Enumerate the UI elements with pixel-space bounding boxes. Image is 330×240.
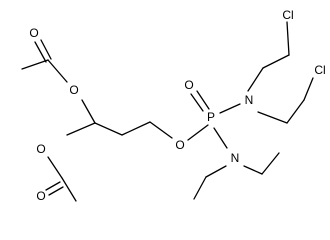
bond-p-n-lower — [213, 127, 228, 149]
atom-chlorine-top: Cl — [282, 8, 293, 22]
bond-layer — [21, 21, 314, 202]
atom-oxygen-carbonyl-lower: O — [36, 189, 45, 203]
atom-oxygen-acetoxy-lower: O — [36, 142, 45, 156]
bond-chain-1 — [94, 122, 123, 136]
bond-ch2-ch2-top — [262, 54, 290, 69]
bond-carbonyl-upper-a — [34, 41, 47, 63]
atom-phosphorus: P — [207, 110, 215, 124]
bond-n-ch2-right — [257, 111, 288, 124]
atom-nitrogen-lower: N — [231, 151, 240, 165]
bond-methyl-upper — [21, 59, 49, 70]
atom-chlorine-right: Cl — [314, 63, 325, 77]
bond-p-o-double-b — [196, 90, 210, 110]
bond-ester-lower-o-ch — [66, 122, 96, 136]
bond-n-ethyl-right-1 — [243, 165, 263, 175]
atom-nitrogen-upper: N — [245, 93, 254, 107]
bond-ch2-cl-right — [303, 77, 314, 101]
atom-oxygen-ester: O — [175, 138, 184, 152]
bond-ester-upper-o-ch — [81, 99, 96, 124]
atom-oxygen-phosphoryl: O — [184, 78, 193, 92]
bond-ester-lower-o-c — [47, 156, 63, 179]
atom-oxygen-carbonyl-upper: O — [29, 26, 38, 40]
bond-methyl-lower — [61, 177, 77, 202]
bond-carbonyl-lower-a — [45, 181, 61, 191]
bond-chain-3 — [149, 121, 173, 139]
atom-layer: Cl Cl O P N N O O O O O — [29, 8, 325, 203]
chemical-structure: Cl Cl O P N N O O O O O — [21, 8, 326, 203]
bond-p-n-upper — [219, 103, 241, 114]
bond-p-o-double-a — [190, 93, 204, 112]
bond-ch2-ch2-right — [286, 99, 305, 124]
bond-o-p — [187, 124, 209, 141]
bond-n-ch2-top — [247, 67, 264, 92]
bond-carbonyl-lower-b — [48, 186, 64, 196]
bond-ch2-cl-top — [286, 21, 290, 56]
bond-carbonyl-upper-b — [40, 39, 52, 60]
bond-n-ethyl-left-2 — [193, 176, 207, 200]
bond-ester-upper-c-o — [47, 59, 68, 83]
bond-chain-2 — [121, 121, 151, 136]
atom-oxygen-acetoxy-upper: O — [69, 83, 78, 97]
bond-n-ethyl-left-1 — [205, 165, 227, 178]
bond-n-ethyl-right-2 — [261, 152, 280, 175]
